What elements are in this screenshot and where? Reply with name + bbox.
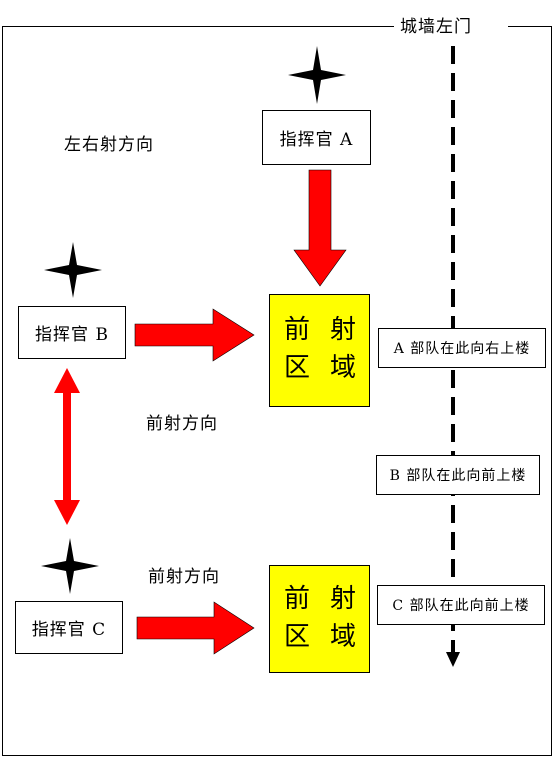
- arrow-right-commander-c: [136, 601, 255, 655]
- fire-zone-1-char2: 射: [330, 315, 357, 345]
- commander-b-box: 指挥官 B: [18, 306, 126, 359]
- fire-zone-1-char4: 域: [330, 353, 357, 383]
- fire-zone-1-char3: 区: [284, 353, 311, 383]
- diagram-title: 城墙左门: [400, 17, 472, 37]
- arrow-down-commander-a: [293, 169, 347, 287]
- diagram-frame: [2, 26, 552, 756]
- commander-c-box: 指挥官 C: [15, 601, 123, 654]
- arrow-right-commander-b: [134, 308, 255, 362]
- commander-a-box: 指挥官 A: [262, 110, 371, 165]
- fire-zone-2-char2: 射: [330, 584, 357, 614]
- star-icon-commander-c: [41, 538, 99, 594]
- fire-zone-1-char1: 前: [284, 315, 311, 345]
- fire-zone-2-char1: 前: [284, 584, 311, 614]
- star-icon-commander-a: [288, 46, 346, 104]
- note-forward-direction-1: 前射方向: [146, 414, 218, 434]
- wall-line-arrowhead: [446, 652, 460, 667]
- fire-zone-2-char3: 区: [284, 622, 311, 652]
- note-forward-direction-2: 前射方向: [148, 567, 220, 587]
- arrow-double-b-c: [54, 368, 80, 525]
- wall-label-c: C 部队在此向前上楼: [377, 585, 545, 625]
- fire-zone-1: 前 射 区 域: [269, 294, 370, 407]
- star-icon-commander-b: [44, 242, 102, 298]
- wall-label-a: A 部队在此向右上楼: [378, 328, 546, 368]
- fire-zone-2: 前 射 区 域: [269, 565, 370, 673]
- note-left-right-direction: 左右射方向: [64, 135, 154, 155]
- fire-zone-2-char4: 域: [330, 622, 357, 652]
- wall-label-b: B 部队在此向前上楼: [376, 455, 540, 495]
- title-gap: [394, 12, 508, 40]
